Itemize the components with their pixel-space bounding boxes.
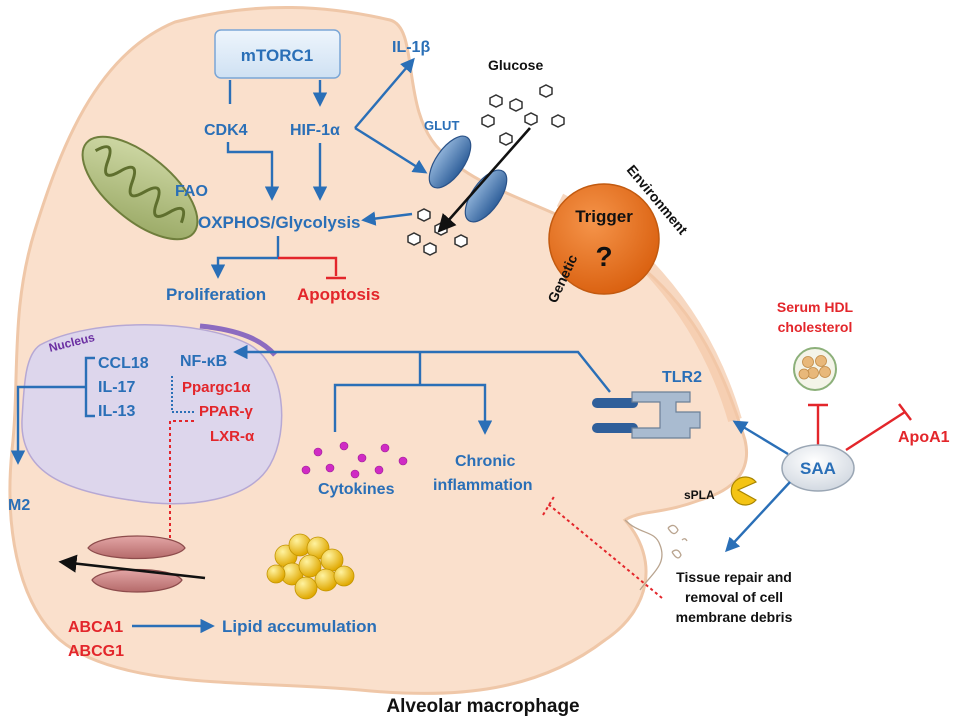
il17-label: IL-17	[98, 379, 135, 396]
lipid-efflux-arrow	[58, 554, 206, 580]
ppargc1a-label: Ppargc1α	[182, 379, 251, 396]
serum-hdl-label-2: cholesterol	[778, 319, 853, 335]
trigger-label: Trigger	[575, 207, 633, 226]
tlr2-to-nfkb-arrow	[233, 344, 611, 393]
mtorc1-arrows	[228, 80, 320, 104]
saa-to-tlr2-arrow	[732, 420, 789, 456]
saa-ellipse	[781, 444, 855, 492]
oxphos-inhibits-apoptosis	[278, 256, 346, 280]
proliferation-label: Proliferation	[166, 285, 266, 304]
hif-to-il1b-arrow	[354, 57, 415, 129]
tissue-label-3: membrane debris	[676, 609, 793, 625]
abcg1-label: ABCG1	[68, 643, 124, 660]
oxphos-label: OXPHOS/Glycolysis	[198, 213, 361, 232]
oxphos-to-proliferation-arrow	[210, 236, 280, 279]
membrane-debris	[624, 519, 688, 591]
saa-inhibits-apoa1	[845, 403, 912, 452]
lipid-accumulation-label: Lipid accumulation	[222, 617, 377, 636]
spla-enzyme-icon	[730, 476, 757, 506]
hdl-particle-icon	[793, 347, 837, 391]
lxra-label: LXR-α	[210, 428, 255, 445]
saa-label: SAA	[800, 459, 836, 478]
ppar-to-abca1-dotted	[169, 420, 194, 540]
pparg-label: PPAR-γ	[199, 403, 254, 420]
m2-label: M2	[8, 497, 30, 514]
chronic-label-2: inflammation	[433, 477, 533, 494]
mtorc1-box	[214, 29, 341, 79]
hif1a-label: HIF-1α	[290, 122, 340, 139]
trigger-circle	[548, 183, 660, 295]
hif-to-glut-arrow	[354, 126, 428, 174]
glucose-label: Glucose	[488, 57, 543, 73]
glucose-influx-arrow	[437, 127, 531, 233]
tlr2-label: TLR2	[662, 369, 702, 386]
mtorc1-label: mTORC1	[241, 46, 313, 65]
tlr2-receptor-icon	[592, 391, 701, 439]
il13-label: IL-13	[98, 403, 135, 420]
il1b-label: IL-1β	[392, 39, 430, 56]
glut-transporter-icon	[428, 135, 508, 223]
mitochondrion-icon	[81, 135, 199, 241]
chronic-label-1: Chronic	[455, 453, 516, 470]
ccl18-label: CCL18	[98, 355, 149, 372]
glut-label: GLUT	[424, 118, 459, 133]
cytokines-label: Cytokines	[318, 481, 395, 498]
nfkb-label: NF-κB	[180, 353, 227, 370]
nfkb-to-outputs-arrows	[333, 352, 485, 432]
cytokine-dot-icon	[301, 441, 408, 479]
cytokine-bracket	[18, 356, 95, 462]
lipid-droplet-icon	[266, 533, 355, 600]
tissue-label-2: removal of cell	[685, 589, 783, 605]
fao-label: FAO	[175, 183, 208, 200]
serum-hdl-label-1: Serum HDL	[777, 299, 854, 315]
spla-label: sPLA	[684, 488, 715, 502]
nucleus-rim	[199, 323, 277, 357]
cdk4-label: CDK4	[204, 122, 248, 139]
saa-to-tissue-repair-arrow	[725, 481, 791, 553]
apoptosis-label: Apoptosis	[297, 285, 380, 304]
abca1-label: ABCA1	[68, 619, 123, 636]
saa-inhibits-hdl	[808, 403, 828, 445]
glucose-molecule-icon	[407, 84, 565, 256]
tissue-inhibits-inflammation	[542, 494, 663, 599]
glut-to-oxphos-arrow	[361, 211, 413, 226]
apoa1-label: ApoA1	[898, 429, 950, 446]
trigger-question: ?	[595, 241, 612, 272]
figure-caption: Alveolar macrophage	[386, 696, 579, 717]
abc-transporter-icon	[87, 535, 186, 593]
nfkb-ppar-link	[171, 376, 195, 413]
tissue-label-1: Tissue repair and	[676, 569, 792, 585]
cdk4-to-oxphos-arrow	[226, 142, 280, 201]
